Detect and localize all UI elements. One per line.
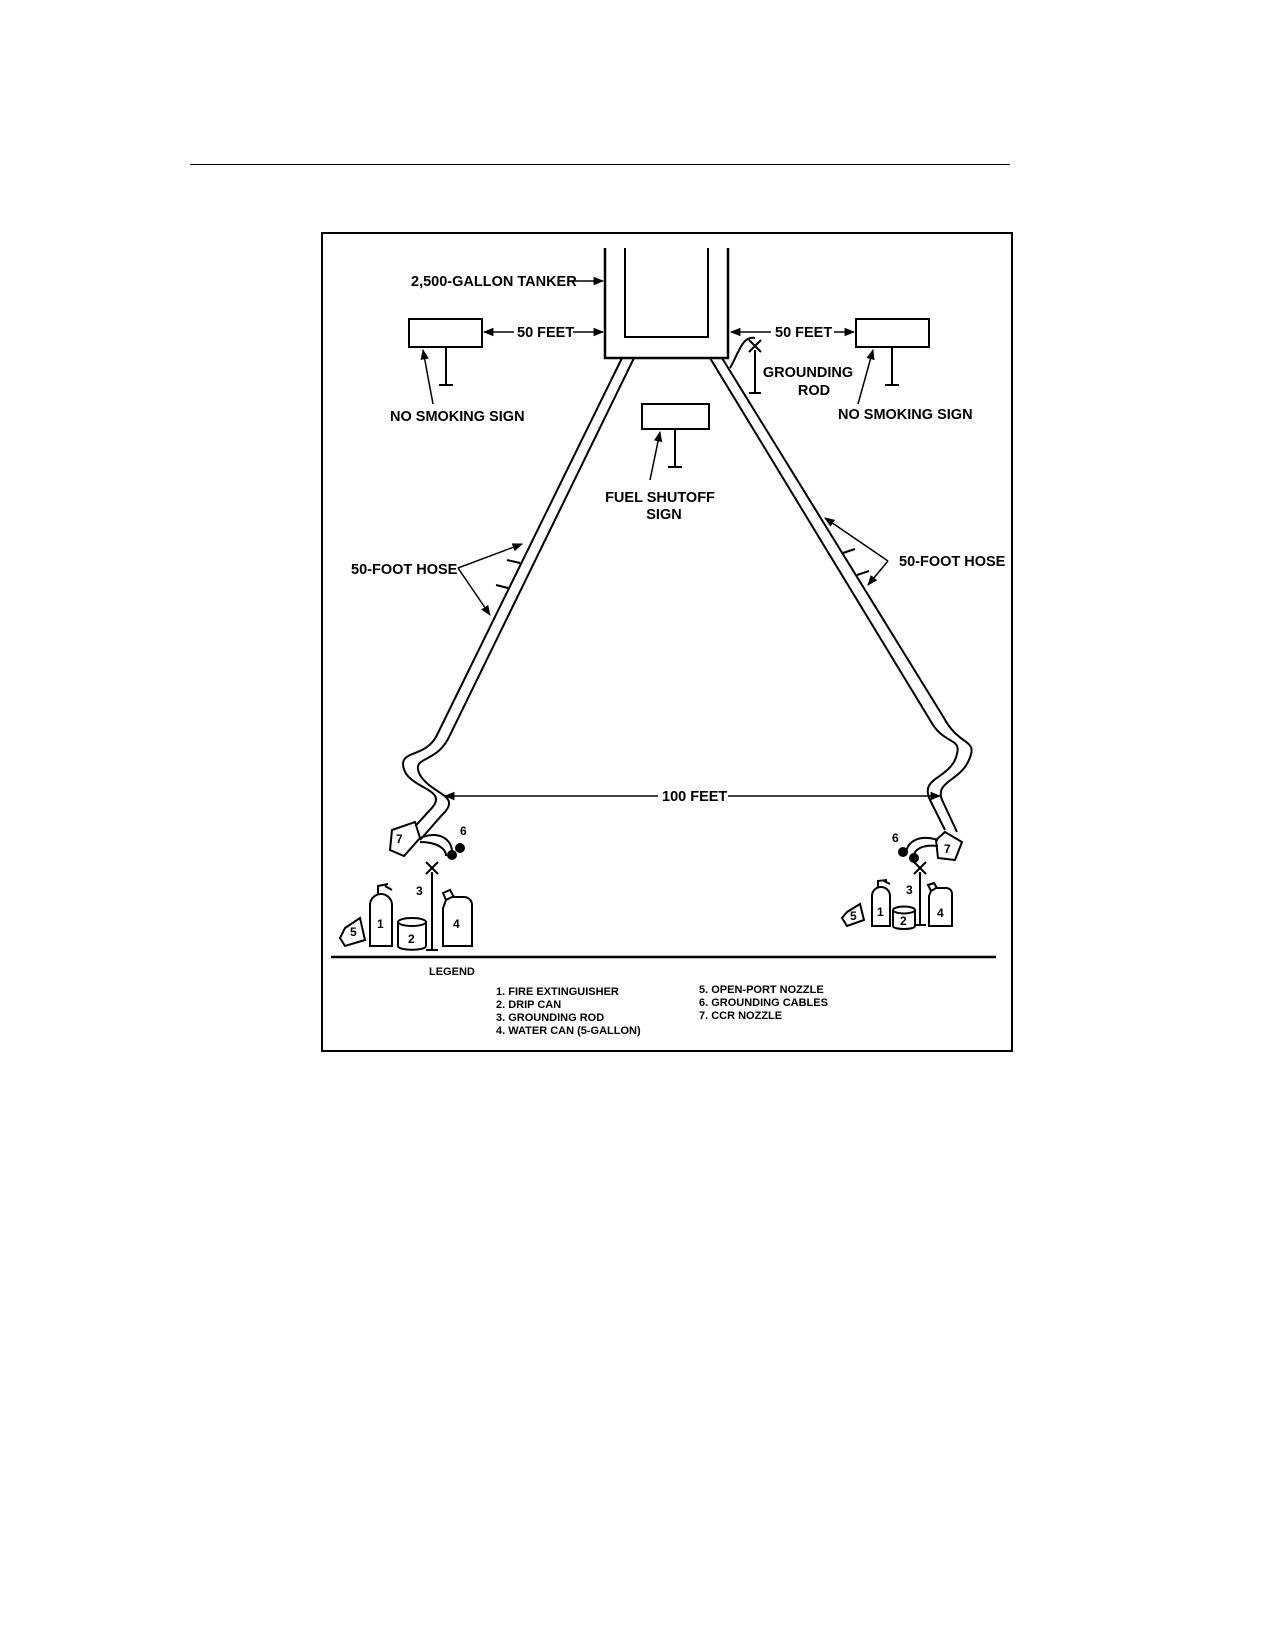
right-number-6: 6 [892,831,899,845]
distance-50-feet-right: 50 FEET [775,325,832,341]
right-number-3: 3 [906,883,913,897]
legend-title: LEGEND [429,966,475,978]
water-can-icon [442,896,473,947]
water-can-icon [928,887,953,927]
fire-extinguisher-icon [871,885,891,927]
no-smoking-sign-left [408,318,483,386]
left-station [338,820,473,951]
grounding-rod-label-line2: ROD [798,383,830,399]
right-number-2: 2 [900,914,907,928]
ccr-nozzle-icon [934,830,964,862]
hose-right-label: 50-FOOT HOSE [899,554,1006,570]
legend-item-3: 3. GROUNDING ROD [496,1012,604,1024]
distance-100-feet: 100 FEET [662,789,727,805]
figure-frame [321,232,1013,1052]
fuel-shutoff-sign [641,403,710,468]
ccr-nozzle-icon [388,820,422,858]
right-hose [709,357,973,833]
legend: LEGEND 1. FIRE EXTINGUISHER 2. DRIP CAN … [429,966,828,1037]
no-smoking-sign-right-label: NO SMOKING SIGN [838,407,973,423]
legend-item-1: 1. FIRE EXTINGUISHER [496,986,619,998]
legend-item-4: 4. WATER CAN (5-GALLON) [496,1025,641,1037]
legend-item-7: 7. CCR NOZZLE [699,1010,782,1022]
open-port-nozzle-icon [338,916,367,948]
fuel-shutoff-label-line1: FUEL SHUTOFF [605,490,715,506]
left-number-1: 1 [377,917,384,931]
drip-can-icon [892,910,916,930]
left-number-6: 6 [460,824,467,838]
legend-item-2: 2. DRIP CAN [496,999,561,1011]
no-smoking-sign-left-label: NO SMOKING SIGN [390,409,525,425]
right-number-7: 7 [944,842,951,856]
distance-50-feet-left: 50 FEET [517,325,574,341]
left-number-4: 4 [453,917,460,931]
no-smoking-sign-right [855,318,930,386]
leader-arrows [420,276,942,801]
right-station-numbers: 7 6 3 1 2 4 5 [850,831,951,928]
tanker [603,248,730,360]
open-port-nozzle-icon [840,902,866,928]
left-number-3: 3 [416,884,423,898]
fire-extinguisher-icon [369,892,393,947]
right-number-5: 5 [850,909,857,923]
right-station [840,830,964,930]
fuel-shutoff-label-line2: SIGN [646,507,681,523]
left-hose [402,357,635,841]
left-number-7: 7 [396,832,403,846]
right-number-1: 1 [877,905,884,919]
left-number-2: 2 [408,932,415,946]
header-rule [190,164,1010,165]
legend-item-6: 6. GROUNDING CABLES [699,997,828,1009]
tanker-label: 2,500-GALLON TANKER [411,274,577,290]
hose-left-label: 50-FOOT HOSE [351,562,458,578]
drip-can-icon [397,922,427,951]
left-number-5: 5 [350,925,357,939]
grounding-rod-tanker [729,336,762,394]
left-station-numbers: 7 6 3 1 2 4 5 [350,824,467,946]
grounding-rod-label-line1: GROUNDING [763,365,853,381]
legend-item-5: 5. OPEN-PORT NOZZLE [699,984,824,996]
right-number-4: 4 [937,906,944,920]
